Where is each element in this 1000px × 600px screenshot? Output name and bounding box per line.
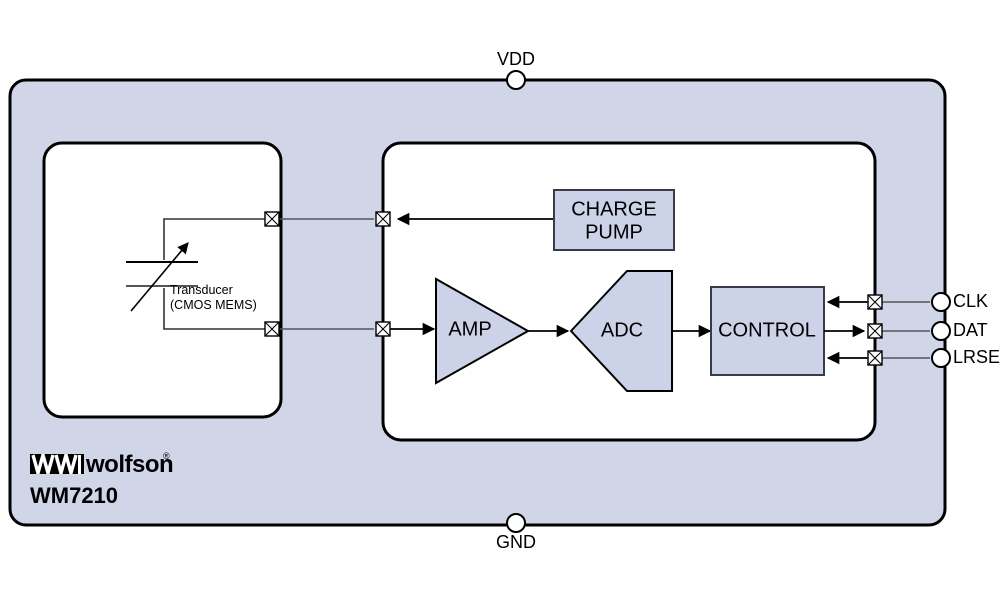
adc-label: ADC — [601, 319, 643, 341]
charge-pump-label-line2: PUMP — [585, 221, 643, 243]
pin-vdd[interactable] — [506, 70, 526, 90]
pad-mems-bottom — [264, 321, 280, 337]
trademark-symbol: ® — [163, 451, 170, 461]
control-label: CONTROL — [718, 319, 816, 341]
pin-lrsel-label: LRSEL — [953, 347, 1000, 367]
transducer-wire-top — [163, 218, 272, 260]
pad-lrsel — [867, 350, 883, 366]
wolfson-wordmark: wolfson — [85, 451, 173, 478]
pin-gnd-label: GND — [496, 532, 536, 552]
amp-block[interactable] — [435, 277, 531, 385]
pin-clk[interactable] — [931, 292, 951, 312]
wolfson-logo-mark — [30, 454, 84, 474]
pad-mems-top — [264, 211, 280, 227]
amp-label: AMP — [448, 318, 491, 340]
pin-lrsel[interactable] — [931, 348, 951, 368]
charge-pump-block[interactable] — [553, 189, 675, 251]
pin-gnd[interactable] — [506, 513, 526, 533]
part-number-label: WM7210 — [30, 483, 118, 508]
pad-dat — [867, 323, 883, 339]
transducer-wire-bottom — [163, 288, 272, 330]
transducer-label-line2: (CMOS MEMS) — [170, 298, 257, 312]
pin-clk-label: CLK — [953, 291, 988, 311]
pin-dat[interactable] — [931, 321, 951, 341]
charge-pump-label-line1: CHARGE — [571, 198, 657, 220]
pad-asic-signal — [375, 321, 391, 337]
transducer-label-line1: Transducer — [170, 283, 233, 297]
pad-clk — [867, 294, 883, 310]
pin-vdd-label: VDD — [497, 49, 535, 69]
pad-asic-bias — [375, 211, 391, 227]
pin-dat-label: DAT — [953, 320, 988, 340]
transducer-variability-arrow-shaft — [130, 242, 189, 312]
mems-die — [42, 141, 283, 419]
